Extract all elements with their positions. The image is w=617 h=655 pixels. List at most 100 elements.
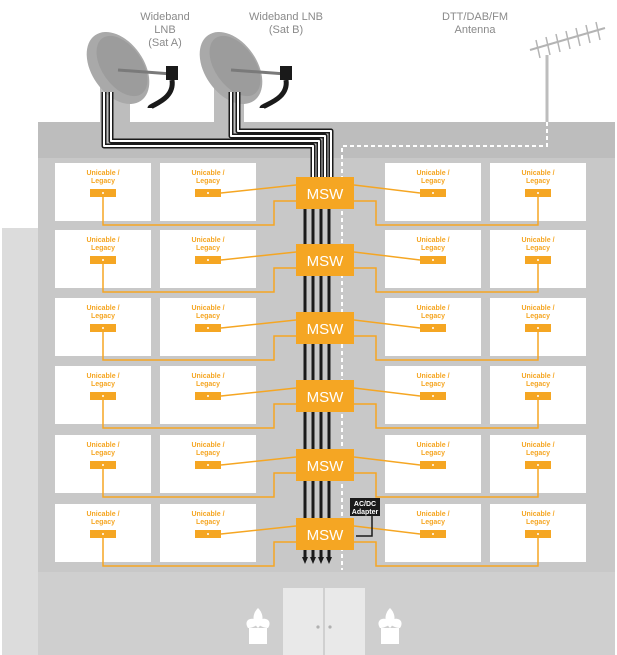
unit-cable: [354, 538, 539, 567]
antenna-label: DTT/DAB/FM Antenna: [442, 11, 508, 36]
unit-label-line2: Legacy: [91, 178, 115, 185]
receiver-port: [102, 395, 104, 397]
unit-cable: [102, 538, 296, 567]
unit-label-line1: Unicable /: [416, 511, 449, 518]
receiver-port: [102, 533, 104, 535]
unit-label-line1: Unicable /: [86, 373, 119, 380]
unit-label-line2: Legacy: [421, 519, 445, 526]
unit-label-line2: Legacy: [196, 313, 220, 320]
unit-label-line2: Legacy: [91, 381, 115, 388]
msw-switch: [296, 312, 354, 344]
receiver-port: [432, 327, 434, 329]
unit-cable: [102, 264, 296, 293]
msw-switch: [296, 177, 354, 209]
plant-icon: [378, 608, 402, 644]
adapter-label-line1: AC/DC: [354, 501, 376, 508]
unit-label-line2: Legacy: [196, 245, 220, 252]
unit-label-line2: Legacy: [421, 381, 445, 388]
unit-label-line1: Unicable /: [191, 373, 224, 380]
unit-label-line2: Legacy: [526, 381, 550, 388]
receiver-port: [432, 533, 434, 535]
antenna-icon: [529, 21, 606, 122]
receiver-port: [432, 259, 434, 261]
riser-arrow-icon: [310, 557, 316, 564]
unit-label-line2: Legacy: [196, 178, 220, 185]
unit-cable: [353, 456, 421, 466]
satellite-cables: [101, 79, 334, 178]
unit-label-line1: Unicable /: [86, 170, 119, 177]
receiver-port: [207, 464, 209, 466]
unit-label-line1: Unicable /: [521, 373, 554, 380]
msw-label: MSW: [307, 389, 345, 406]
receiver-port: [537, 464, 539, 466]
unit-cable: [353, 319, 421, 329]
receiver-port: [432, 395, 434, 397]
adapter-label-line2: Adapter: [352, 509, 379, 516]
msw-label: MSW: [307, 527, 345, 544]
unit-cable: [353, 184, 421, 194]
satellite-dish-a-icon: [86, 31, 178, 122]
msw-switch: [296, 244, 354, 276]
unit-label-line1: Unicable /: [86, 511, 119, 518]
unit-cable: [220, 251, 297, 261]
msw-label: MSW: [307, 253, 345, 270]
unit-cable: [220, 525, 297, 535]
riser-arrow-icon: [318, 557, 324, 564]
msw-switch: [296, 449, 354, 481]
unit-label-line2: Legacy: [421, 450, 445, 457]
unit-label-line1: Unicable /: [416, 373, 449, 380]
unit-label-line1: Unicable /: [521, 305, 554, 312]
unit-label-line1: Unicable /: [191, 442, 224, 449]
unit-label-line2: Legacy: [421, 245, 445, 252]
unit-cable: [354, 197, 539, 226]
unit-label-line1: Unicable /: [521, 511, 554, 518]
unit-label-line2: Legacy: [196, 381, 220, 388]
receiver-port: [537, 395, 539, 397]
unit-label-line2: Legacy: [196, 519, 220, 526]
unit-label-line1: Unicable /: [86, 305, 119, 312]
unit-cable: [220, 387, 297, 397]
receiver-port: [102, 327, 104, 329]
unit-label-line2: Legacy: [526, 178, 550, 185]
unit-label-line2: Legacy: [526, 450, 550, 457]
unit-cable: [354, 469, 539, 498]
unit-label-line2: Legacy: [526, 245, 550, 252]
lnb-a-label: Wideband LNB (Sat A): [140, 11, 190, 49]
receiver-port: [207, 327, 209, 329]
unit-cable: [354, 332, 539, 361]
unit-label-line2: Legacy: [91, 245, 115, 252]
msw-switch: [296, 380, 354, 412]
unit-label-line1: Unicable /: [86, 442, 119, 449]
unit-cable: [354, 400, 539, 429]
unit-label-line1: Unicable /: [191, 511, 224, 518]
unit-cable: [353, 387, 421, 397]
unit-label-line2: Legacy: [526, 519, 550, 526]
unit-label-line1: Unicable /: [191, 170, 224, 177]
unit-cable: [220, 184, 297, 194]
unit-cable: [220, 319, 297, 329]
unit-label-line2: Legacy: [526, 313, 550, 320]
riser-arrow-icon: [302, 557, 308, 564]
unit-label-line1: Unicable /: [86, 237, 119, 244]
terrestrial-cable: [341, 122, 548, 570]
unit-label-line2: Legacy: [91, 519, 115, 526]
unit-label-line1: Unicable /: [191, 305, 224, 312]
msw-label: MSW: [307, 458, 345, 475]
unit-label-line1: Unicable /: [191, 237, 224, 244]
unit-label-line1: Unicable /: [416, 305, 449, 312]
riser-arrow-icon: [326, 557, 332, 564]
receiver-port: [207, 192, 209, 194]
adapter-badge: [350, 498, 380, 516]
plant-icon: [246, 608, 270, 644]
receiver-port: [102, 192, 104, 194]
receiver-port: [207, 259, 209, 261]
unit-label-line2: Legacy: [91, 313, 115, 320]
entrance-door: [283, 588, 365, 655]
